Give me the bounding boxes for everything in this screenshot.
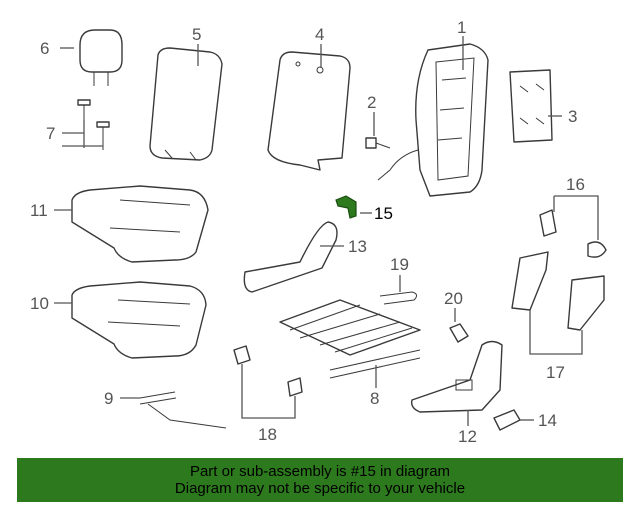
bolt-part[interactable]: [77, 99, 110, 150]
bracket-18-part[interactable]: [233, 345, 303, 397]
callout-7: 7: [46, 124, 55, 143]
info-banner: Part or sub-assembly is #15 in diagram D…: [17, 458, 623, 502]
callout-1: 1: [457, 18, 466, 37]
banner-line-1: Part or sub-assembly is #15 in diagram: [189, 463, 451, 480]
knob-part[interactable]: [493, 409, 521, 431]
callout-14: 14: [538, 411, 557, 430]
seatback-pad-part[interactable]: [267, 51, 351, 171]
callout-15: 15: [374, 204, 393, 223]
callout-19: 19: [390, 255, 409, 274]
callout-8: 8: [370, 389, 379, 408]
rod-9-part[interactable]: [139, 391, 227, 429]
callout-11: 11: [30, 201, 48, 220]
callout-9: 9: [104, 389, 113, 408]
leader-lines: [54, 36, 599, 426]
callout-12: 12: [458, 427, 477, 446]
bracket-17-part[interactable]: [511, 251, 605, 331]
cushion-cover-part[interactable]: [71, 185, 209, 263]
wire-19-part[interactable]: [379, 291, 418, 305]
seat-frame-part[interactable]: [377, 43, 489, 197]
callout-6: 6: [40, 39, 49, 58]
headrest-part[interactable]: [79, 29, 123, 86]
callout-4: 4: [315, 25, 324, 44]
callout-2: 2: [367, 93, 376, 112]
cushion-pad-part[interactable]: [71, 281, 207, 359]
seatback-cover-rear-part[interactable]: [149, 47, 223, 161]
callout-13: 13: [348, 237, 367, 256]
callout-16: 16: [566, 175, 585, 194]
callout-labels: 6 5 4 1 3 2 7 11 10 15 13 19 20 8 9 18 1…: [30, 18, 585, 446]
callout-3: 3: [568, 107, 577, 126]
callout-17: 17: [546, 363, 565, 382]
highlighted-bracket-part-15[interactable]: [335, 195, 357, 219]
bolt-2-part[interactable]: [365, 137, 391, 149]
side-cover-part[interactable]: [243, 221, 338, 293]
callout-20: 20: [444, 289, 463, 308]
side-shield-part[interactable]: [410, 340, 503, 413]
callout-5: 5: [192, 25, 201, 44]
callout-18: 18: [258, 425, 277, 444]
seat-track-part[interactable]: [279, 299, 421, 379]
frame-pad-part[interactable]: [509, 69, 553, 143]
banner-line-2: Diagram may not be specific to your vehi…: [174, 480, 466, 497]
cap-16-part[interactable]: [539, 209, 607, 258]
callout-10: 10: [30, 294, 49, 313]
clip-20-part[interactable]: [449, 323, 469, 343]
